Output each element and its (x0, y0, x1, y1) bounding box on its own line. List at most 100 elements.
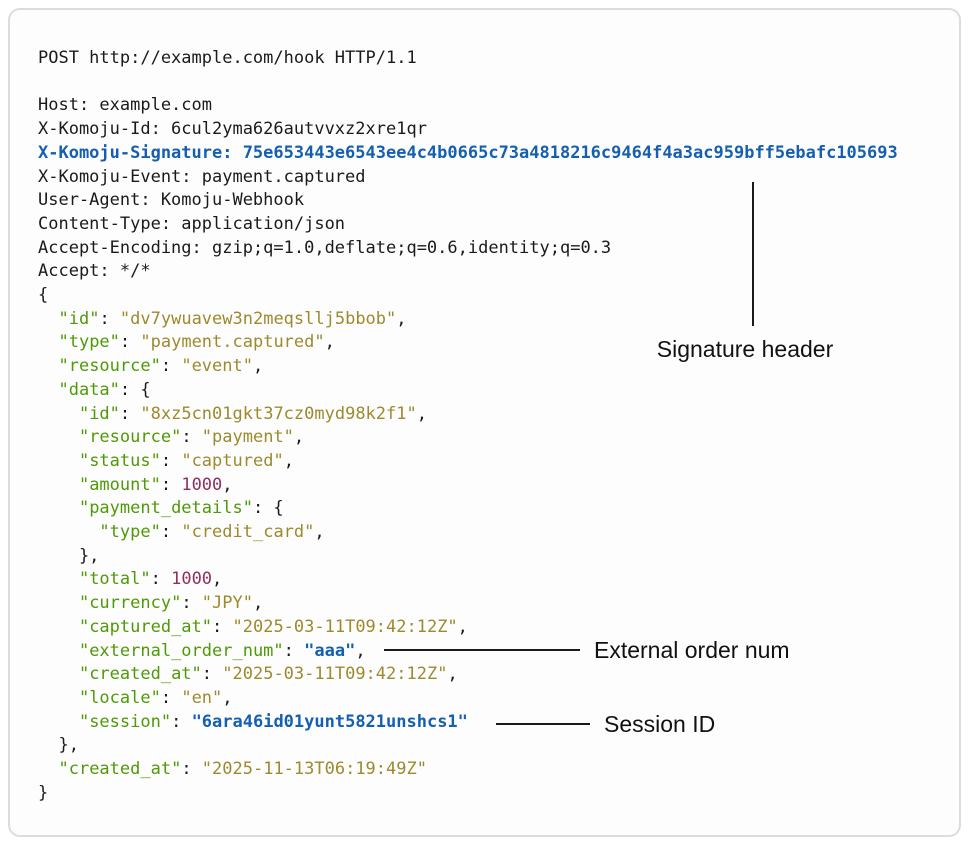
code-token-plain: , (222, 474, 233, 495)
code-token-key: "id" (78, 403, 120, 424)
code-token-string: "2025-11-13T06:19:49Z" (201, 759, 427, 780)
code-line: X-Komoju-Signature: 75e653443e6543ee4c4b… (38, 142, 898, 166)
code-token-plain: } (38, 782, 49, 803)
code-token-plain: , (457, 616, 468, 637)
code-token-plain: , (447, 664, 458, 685)
code-token-string: "2025-03-11T09:42:12Z" (232, 616, 458, 637)
code-token-plain (38, 569, 79, 589)
external-order-pointer-line (384, 649, 580, 651)
code-token-plain: : (160, 687, 182, 708)
code-token-string: "event" (181, 356, 253, 377)
code-token-plain: Accept: */* (38, 261, 151, 282)
code-token-plain (38, 617, 79, 637)
external-order-annotation-label: External order num (594, 636, 790, 663)
code-token-plain: , (212, 569, 223, 590)
code-token-plain (38, 309, 58, 329)
code-line: Content-Type: application/json (38, 213, 898, 237)
code-token-key: "currency" (78, 593, 182, 614)
code-line: "total": 1000, (38, 568, 898, 592)
code-token-key: "session" (78, 711, 172, 732)
code-line: X-Komoju-Id: 6cul2yma626autvvxz2xre1qr (38, 118, 898, 142)
code-token-plain: : (283, 640, 305, 661)
code-token-string: "dv7ywuavew3n2meqsllj5bbob" (119, 308, 397, 329)
code-line: "locale": "en", (38, 687, 898, 711)
code-token-plain (38, 688, 79, 708)
code-token-plain: : (150, 569, 172, 590)
code-token-key: "amount" (78, 474, 161, 495)
code-line: "session": "6ara46id01yunt5821unshcs1" (38, 711, 898, 735)
code-line: "id": "dv7ywuavew3n2meqsllj5bbob", (38, 308, 898, 332)
code-token-plain: User-Agent: Komoju-Webhook (38, 190, 305, 211)
session-pointer-line (496, 723, 590, 725)
code-token-plain (38, 427, 79, 447)
code-token-plain: : (119, 332, 141, 353)
code-token-plain: { (38, 285, 49, 306)
code-token-plain: : (160, 356, 182, 377)
code-line: "data": { (38, 379, 898, 403)
external-order-annotation: External order num (384, 635, 790, 665)
code-token-key: "captured_at" (78, 616, 213, 637)
code-line: "id": "8xz5cn01gkt37cz0myd98k2f1", (38, 403, 898, 427)
code-token-plain (38, 522, 99, 542)
code-token-plain (38, 380, 58, 400)
code-token-plain: : (99, 308, 120, 329)
code-token-number: 1000 (171, 569, 213, 590)
code-token-plain (38, 404, 79, 424)
code-token-key: "resource" (78, 427, 182, 448)
code-token-plain (38, 498, 79, 518)
code-token-string: "2025-03-11T09:42:12Z" (222, 664, 448, 685)
code-line: { (38, 284, 898, 308)
code-token-string: "credit_card" (181, 522, 315, 543)
code-token-string: "captured" (181, 450, 284, 471)
code-line: "created_at": "2025-11-13T06:19:49Z" (38, 758, 898, 782)
code-token-plain: , (355, 640, 366, 661)
code-token-plain: Host: example.com (38, 95, 212, 116)
code-line: "type": "credit_card", (38, 521, 898, 545)
code-line: Accept-Encoding: gzip;q=1.0,deflate;q=0.… (38, 237, 898, 261)
code-token-string: "8xz5cn01gkt37cz0myd98k2f1" (140, 403, 417, 424)
code-token-plain: : { (252, 498, 284, 519)
code-line: X-Komoju-Event: payment.captured (38, 166, 898, 190)
signature-annotation-label: Signature header (656, 336, 834, 362)
code-token-plain (38, 641, 79, 661)
code-token-plain: }, (38, 545, 100, 566)
code-token-highlight: "6ara46id01yunt5821unshcs1" (191, 711, 468, 732)
code-line: Accept: */* (38, 260, 898, 284)
code-token-string: "payment" (201, 427, 294, 448)
code-line: "amount": 1000, (38, 474, 898, 498)
code-token-plain: , (222, 687, 233, 708)
http-webhook-code: POST http://example.com/hook HTTP/1.1 Ho… (38, 47, 898, 806)
code-token-key: "resource" (58, 356, 161, 377)
code-token-plain (38, 332, 58, 352)
code-token-plain: : (181, 427, 202, 448)
code-token-key: "external_order_num" (78, 640, 284, 661)
code-line: "payment_details": { (38, 497, 898, 521)
code-token-key: "status" (78, 450, 161, 471)
code-token-plain: Content-Type: application/json (38, 213, 346, 234)
code-line: }, (38, 545, 898, 569)
code-token-key: "type" (99, 522, 161, 543)
code-token-key: "locale" (78, 687, 161, 708)
code-token-plain (38, 475, 79, 495)
code-line: "created_at": "2025-03-11T09:42:12Z", (38, 663, 898, 687)
code-line: "captured_at": "2025-03-11T09:42:12Z", (38, 616, 898, 640)
code-line: "resource": "payment", (38, 426, 898, 450)
code-token-plain: , (283, 450, 294, 471)
code-token-number: 1000 (181, 474, 223, 495)
signature-pointer-line (752, 182, 754, 326)
code-token-plain: , (314, 522, 325, 543)
code-token-plain (38, 593, 79, 613)
code-line: "type": "payment.captured", (38, 331, 898, 355)
code-token-key: "type" (58, 332, 120, 353)
code-token-plain: : (160, 522, 182, 543)
code-line: "external_order_num": "aaa", (38, 640, 898, 664)
code-token-key: "created_at" (78, 664, 202, 685)
code-line: }, (38, 734, 898, 758)
code-line: } (38, 782, 898, 806)
code-token-plain: : (160, 474, 182, 495)
code-token-key: "payment_details" (78, 498, 253, 519)
code-token-plain: : (181, 759, 202, 780)
code-token-plain: X-Komoju-Id: 6cul2yma626autvvxz2xre1qr (38, 119, 427, 140)
code-token-plain: , (252, 593, 264, 614)
